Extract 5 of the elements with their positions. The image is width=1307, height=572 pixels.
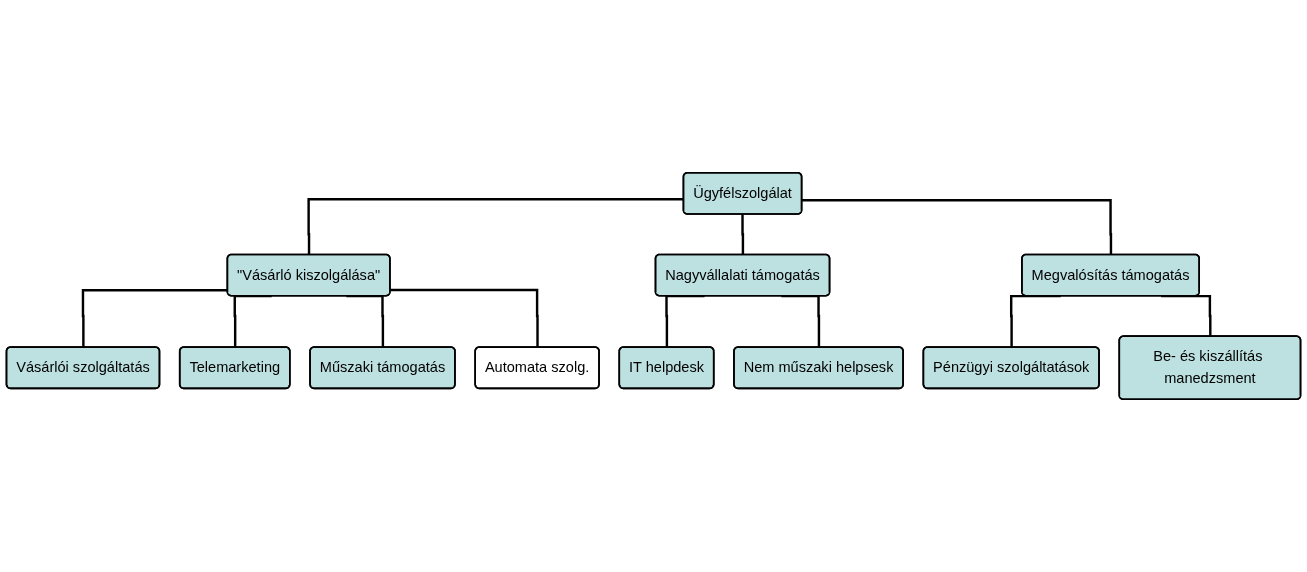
connector: [390, 288, 539, 348]
connector: [741, 213, 745, 255]
connector: [81, 289, 228, 348]
connector: [802, 199, 1113, 255]
connector: [307, 198, 684, 255]
